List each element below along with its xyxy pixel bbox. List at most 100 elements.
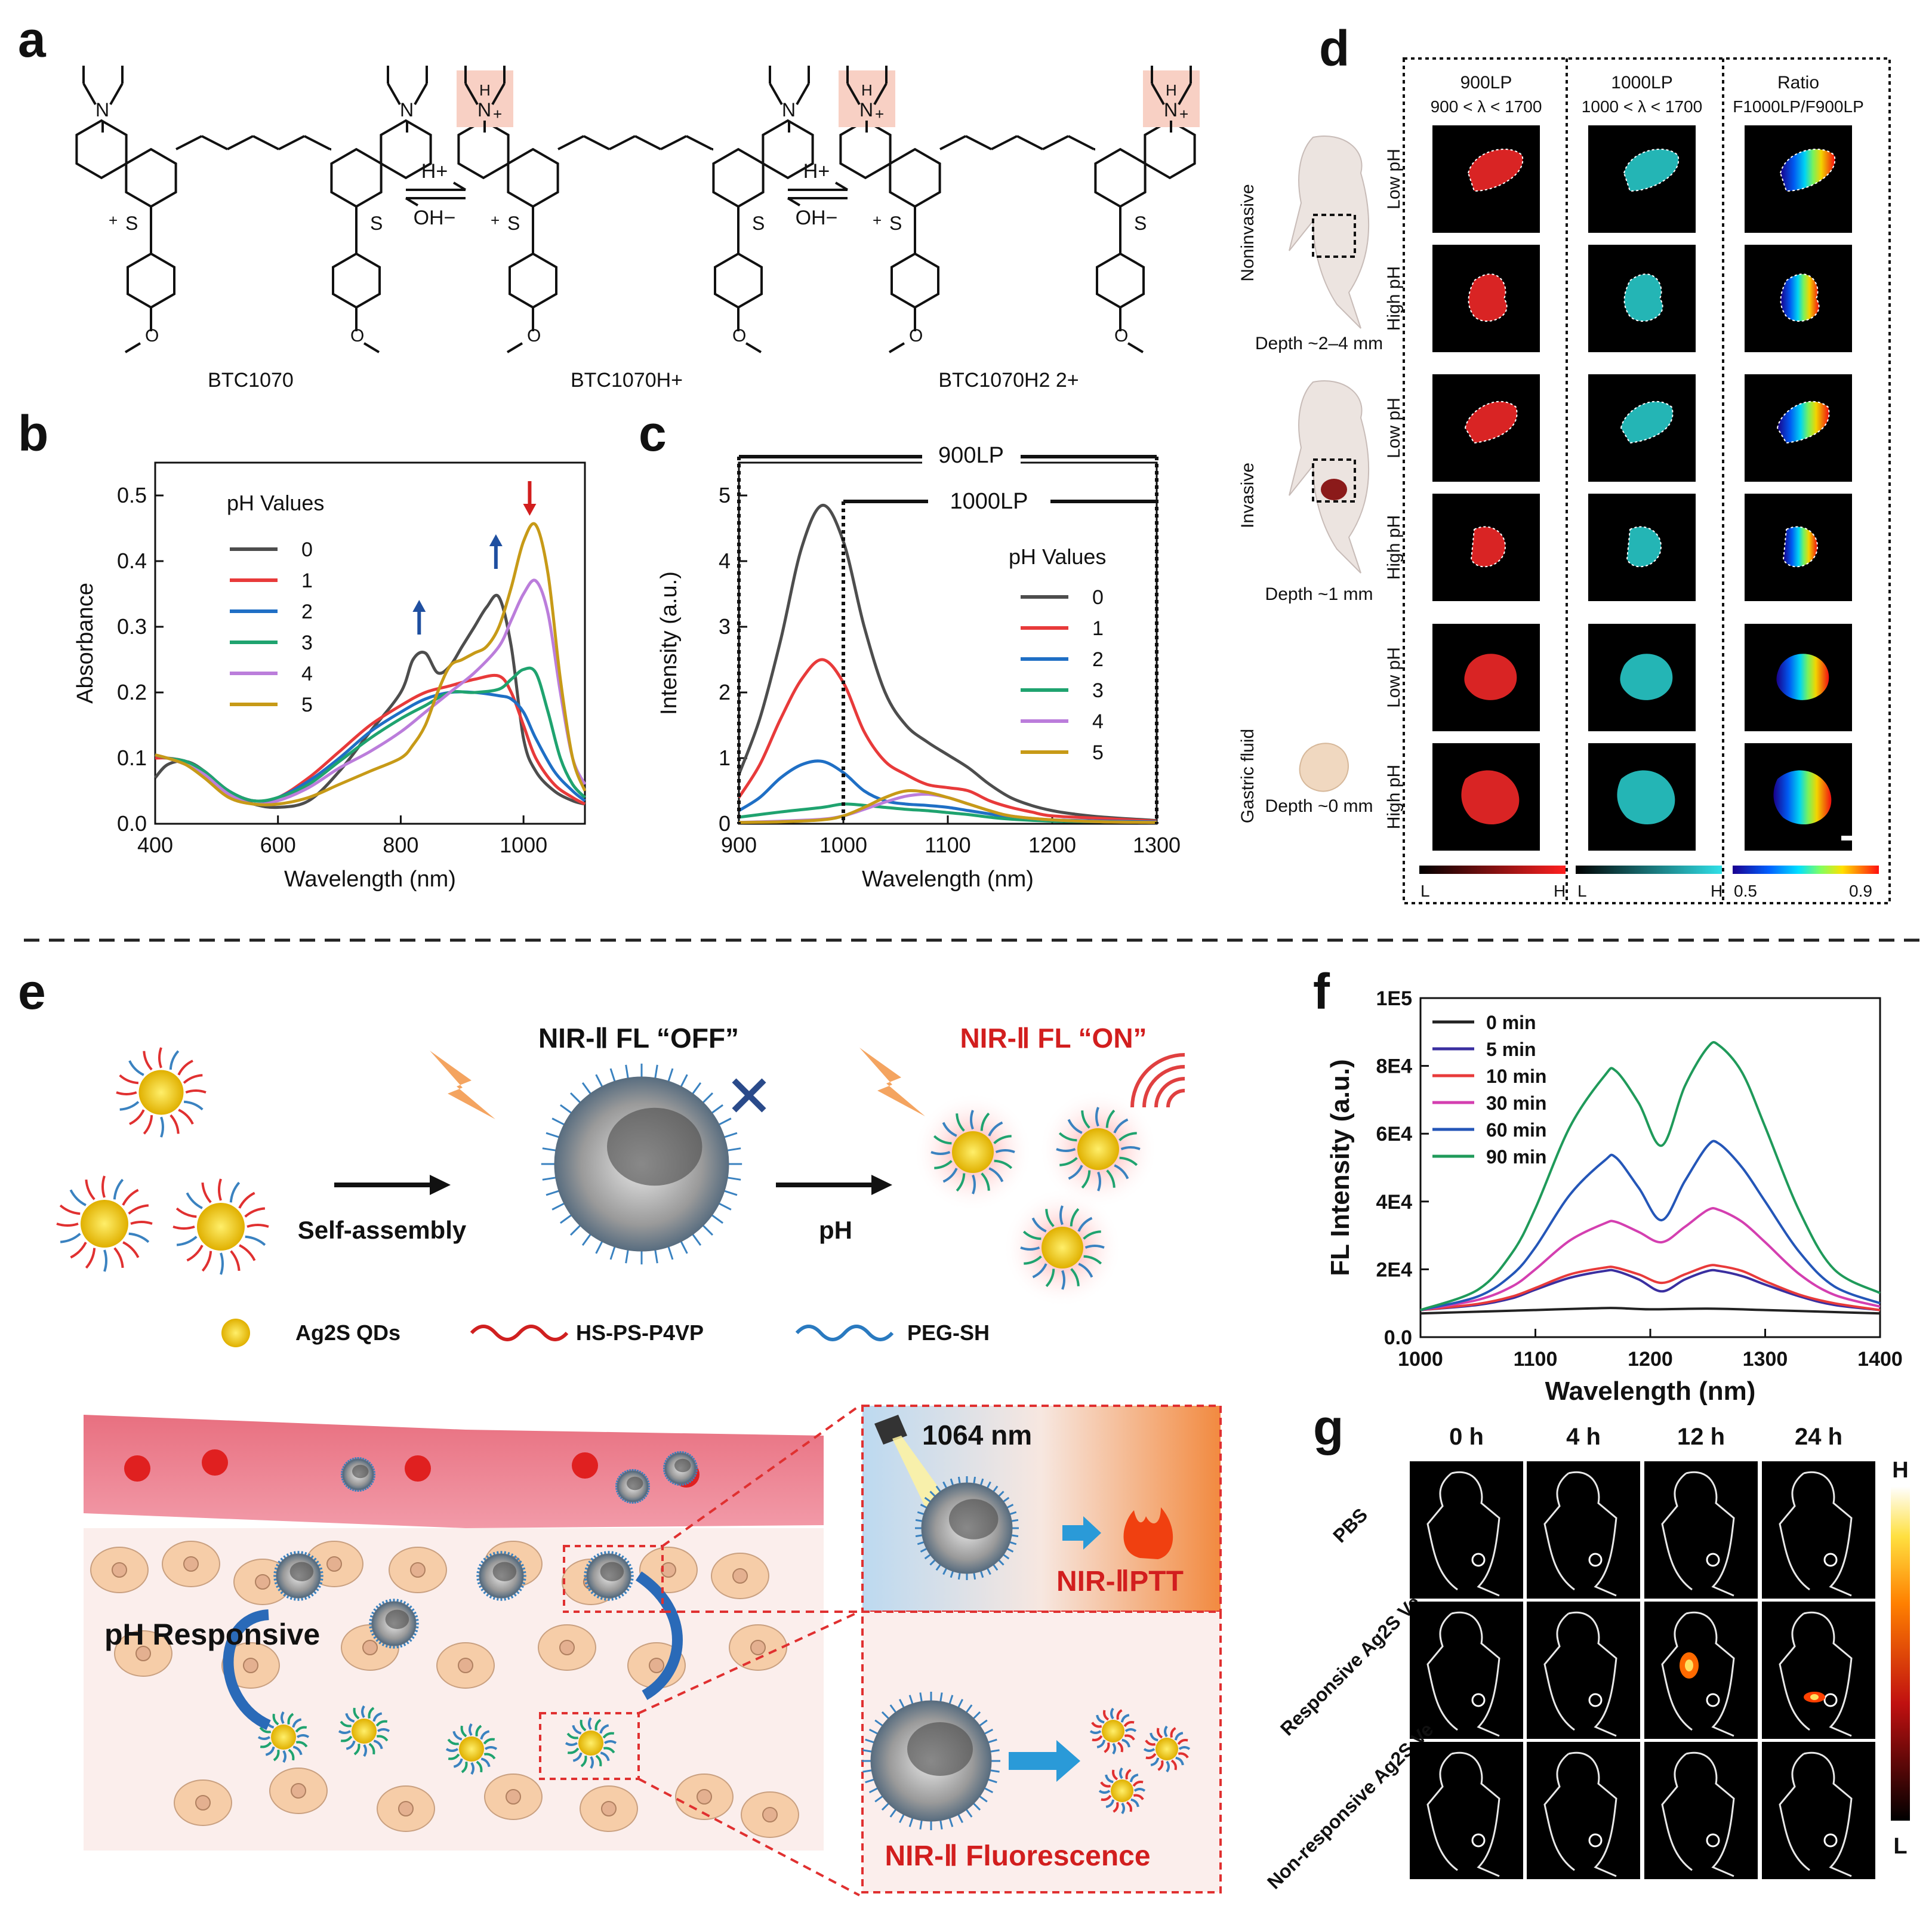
ligand-chain xyxy=(1105,1109,1116,1128)
peg-chain xyxy=(973,1476,976,1485)
roi-outline xyxy=(1626,526,1662,568)
ligand-chain xyxy=(1120,1146,1141,1150)
cell-nucleus xyxy=(750,1640,766,1655)
anisole-ring-left xyxy=(890,252,939,309)
ligand-chain xyxy=(1124,1728,1137,1732)
series-line-4 xyxy=(155,578,587,806)
mouse-outline xyxy=(1426,1751,1500,1877)
legend-ag2s-qds: Ag2S QDs xyxy=(295,1320,400,1345)
y-tick-label: 1 xyxy=(719,746,731,770)
fluorescence-vesicle xyxy=(862,1692,1000,1830)
ligand-chain xyxy=(218,1178,222,1201)
cell-nucleus xyxy=(243,1658,258,1673)
vesicle-cavity xyxy=(385,1609,409,1629)
ligand-chain xyxy=(602,1732,615,1739)
ligand-chain xyxy=(1157,1760,1164,1771)
stomach-signal xyxy=(1780,274,1819,322)
ligand-chain xyxy=(1166,1760,1170,1773)
ligand-chain xyxy=(580,1719,587,1732)
peg-chain xyxy=(992,1485,999,1493)
ligand-chain xyxy=(172,1226,195,1230)
roi-outline xyxy=(1470,526,1506,568)
peg-sh-icon xyxy=(795,1325,894,1341)
ligand-chain xyxy=(1118,1132,1137,1141)
released-qd xyxy=(1020,1205,1105,1290)
ligand-chain xyxy=(85,1179,95,1200)
ligand-chain xyxy=(1092,1735,1103,1741)
peg-chain xyxy=(702,1224,713,1236)
benzene-ring-left xyxy=(839,119,892,180)
peg-chain xyxy=(581,1233,591,1246)
ethyl-bond xyxy=(464,83,479,105)
legend-label: 3 xyxy=(301,632,313,654)
legend-title: pH Values xyxy=(227,491,324,515)
peg-chain xyxy=(654,1064,658,1079)
ligand-chain xyxy=(1112,1769,1118,1781)
ligand-chain xyxy=(1024,1255,1042,1265)
y-tick-label: 2 xyxy=(719,680,731,704)
ligand-chain xyxy=(1177,1739,1188,1745)
stomach-signal xyxy=(1468,274,1507,322)
x-tick-label: 1000 xyxy=(819,833,867,857)
colorbar xyxy=(1419,866,1566,874)
roi-outline xyxy=(1782,526,1818,568)
panel-letter-c: c xyxy=(639,405,667,461)
panel-letter-e: e xyxy=(18,963,46,1020)
band-label-bg xyxy=(922,439,1021,472)
legend-hs-ps-p4vp: HS-PS-P4VP xyxy=(576,1320,704,1345)
peg-chain xyxy=(942,1481,948,1489)
ph-trigger-label: pH xyxy=(819,1216,852,1244)
time-label: 4 h xyxy=(1566,1424,1601,1450)
y-axis-title: FL Intensity (a.u.) xyxy=(1326,1059,1355,1276)
ligand-chain xyxy=(375,1720,388,1727)
y-tick-label: 3 xyxy=(719,614,731,639)
ligand-chain xyxy=(595,1754,602,1767)
y-axis-title: Intensity (a.u.) xyxy=(657,571,682,715)
vesicle-cavity xyxy=(607,1107,702,1186)
tumor-marker xyxy=(1471,1553,1486,1567)
legend-label: 90 min xyxy=(1486,1146,1546,1168)
ligand-chain xyxy=(453,1758,463,1768)
series-line-0 xyxy=(737,504,1157,822)
ligand-chain xyxy=(60,1233,81,1243)
oxygen-atom-right: O xyxy=(1114,326,1128,346)
legend-label: 60 min xyxy=(1486,1119,1546,1141)
ligand-chain xyxy=(1110,1707,1114,1720)
peg-chain xyxy=(881,1802,890,1811)
y-tick-label: 0.5 xyxy=(117,483,147,507)
ligand-chain xyxy=(1103,1710,1110,1721)
series-line-30-min xyxy=(1420,1207,1881,1311)
series-line-5 xyxy=(738,789,1157,824)
anisole-ring-right xyxy=(714,252,763,309)
charge-plus-left: + xyxy=(875,105,884,123)
charge-plus-left: + xyxy=(493,105,502,123)
peg-chain xyxy=(915,1519,923,1522)
peg-chain xyxy=(984,1787,994,1793)
species-label-2: BTC1070H+ xyxy=(571,369,683,392)
stomach-signal xyxy=(1776,654,1829,700)
nir-image xyxy=(1762,1742,1875,1879)
peg-chain xyxy=(939,1819,943,1830)
ligand-chain xyxy=(229,1181,241,1203)
ethyl-bond xyxy=(387,83,401,105)
peg-chain xyxy=(680,1240,688,1254)
time-label: 24 h xyxy=(1795,1424,1842,1450)
stomach-signal xyxy=(1627,526,1661,567)
hydrogen-atom-left: H xyxy=(479,81,491,99)
roi-outline xyxy=(1780,273,1820,322)
ligand-chain xyxy=(566,1732,579,1739)
y-tick-label: 0.4 xyxy=(117,549,147,573)
column-title: Ratio xyxy=(1777,73,1819,93)
ligand-chain xyxy=(1058,1132,1077,1142)
vesicle-cavity xyxy=(674,1458,691,1473)
qd-core xyxy=(1077,1128,1119,1170)
nir-image xyxy=(1527,1461,1640,1599)
peg-chain xyxy=(957,1698,963,1708)
nitrogen-atom-right: N xyxy=(400,99,414,121)
polymethine-bond xyxy=(686,135,713,150)
circulating-vesicle xyxy=(341,1457,375,1492)
stomach-signal xyxy=(1780,149,1835,191)
column-title: 1000LP xyxy=(1611,73,1672,93)
charge-plus-right: + xyxy=(1179,105,1188,123)
band-label-900lp: 900LP xyxy=(938,443,1004,468)
